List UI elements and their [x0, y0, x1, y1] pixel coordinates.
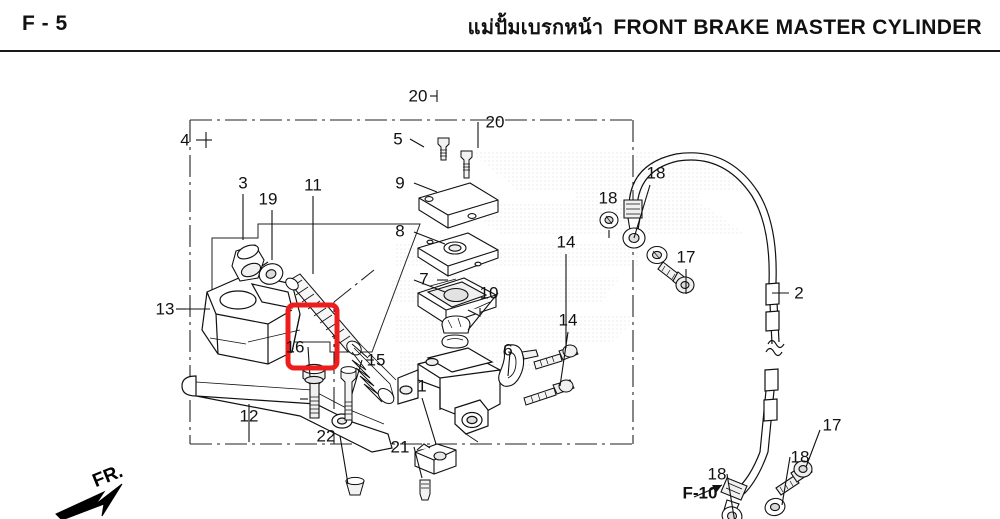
callout-18-d: 18	[707, 464, 727, 484]
front-direction-arrow-icon	[55, 483, 123, 519]
return-spring-part	[351, 343, 397, 404]
cap-screw-part-b	[460, 150, 473, 179]
oil-bolt-part-a	[657, 261, 695, 294]
reservoir-cap-part	[418, 182, 499, 229]
callout-2: 2	[794, 283, 804, 303]
page-code: F - 5	[22, 12, 68, 35]
callout-18-c: 18	[790, 447, 810, 467]
brake-hose-part	[628, 152, 785, 495]
hose-lower-fitting	[720, 477, 748, 519]
header-divider	[0, 50, 1000, 52]
callout-20-b: 20	[485, 112, 505, 132]
dust-boot-part	[231, 244, 265, 282]
diagram-canvas: 4 3 19 11 20 20 5 9 8 7 10 13 16 15 12 2…	[0, 52, 1000, 519]
leader-line-ticks	[176, 90, 438, 400]
master-cylinder-body-part	[397, 347, 501, 443]
reservoir-diaphragm-part	[417, 232, 499, 277]
clamp-bolt-part-b	[523, 379, 575, 406]
reservoir-float-part	[441, 315, 471, 334]
callout-7: 7	[419, 269, 429, 289]
cap-screw-part-a	[437, 137, 450, 161]
highlight-box-part-16	[285, 302, 340, 371]
callout-13: 13	[155, 299, 175, 319]
callout-5: 5	[393, 129, 403, 149]
hose-clamp-part	[498, 344, 539, 387]
callout-17-b: 17	[822, 415, 842, 435]
brake-light-switch-part	[414, 443, 457, 475]
callout-22: 22	[316, 426, 336, 446]
callout-1: 1	[417, 376, 427, 396]
callout-14-b: 14	[558, 310, 578, 330]
page-title: แม่ปั้มเบรกหน้า FRONT BRAKE MASTER CYLIND…	[468, 11, 982, 43]
switch-screw-part	[419, 479, 431, 501]
sealing-washer-part-a	[599, 211, 619, 229]
callout-18-b: 18	[646, 163, 666, 183]
assembly-boundary-outline	[189, 119, 634, 445]
snap-ring-part	[258, 261, 284, 285]
callout-3: 3	[238, 173, 248, 193]
page-title-english: FRONT BRAKE MASTER CYLINDER	[613, 16, 982, 39]
callout-19: 19	[258, 189, 278, 209]
sealing-washer-part-b	[646, 245, 668, 265]
circlip-part	[441, 334, 469, 349]
callout-4: 4	[180, 130, 190, 150]
callout-12: 12	[239, 406, 259, 426]
callout-9: 9	[395, 173, 405, 193]
callout-18-a: 18	[598, 188, 618, 208]
callout-21: 21	[390, 437, 410, 457]
callout-17-a: 17	[676, 247, 696, 267]
brake-lever-part	[181, 375, 393, 453]
pivot-bolt-part	[340, 366, 357, 421]
callout-11: 11	[304, 175, 322, 195]
page-header: F - 5 แม่ปั้มเบรกหน้า FRONT BRAKE MASTER …	[0, 0, 1000, 52]
pivot-nut-part	[345, 476, 365, 496]
callout-16: 16	[285, 337, 305, 357]
oil-bolt-part-b	[775, 460, 813, 496]
callout-15: 15	[366, 350, 386, 370]
callout-6: 6	[503, 340, 513, 360]
callout-20-a: 20	[408, 86, 428, 106]
sealing-washer-part-c	[764, 497, 786, 517]
leader-lines	[180, 95, 821, 519]
reference-f10-label[interactable]: F-10	[682, 483, 718, 503]
reservoir-body-part	[201, 273, 301, 365]
page-title-thai: แม่ปั้มเบรกหน้า	[467, 17, 604, 39]
callout-10: 10	[479, 283, 499, 303]
callout-8: 8	[395, 221, 405, 241]
f10-reference-arrow	[693, 484, 723, 498]
callout-14-a: 14	[556, 232, 576, 252]
exploded-view-drawing	[55, 90, 821, 519]
